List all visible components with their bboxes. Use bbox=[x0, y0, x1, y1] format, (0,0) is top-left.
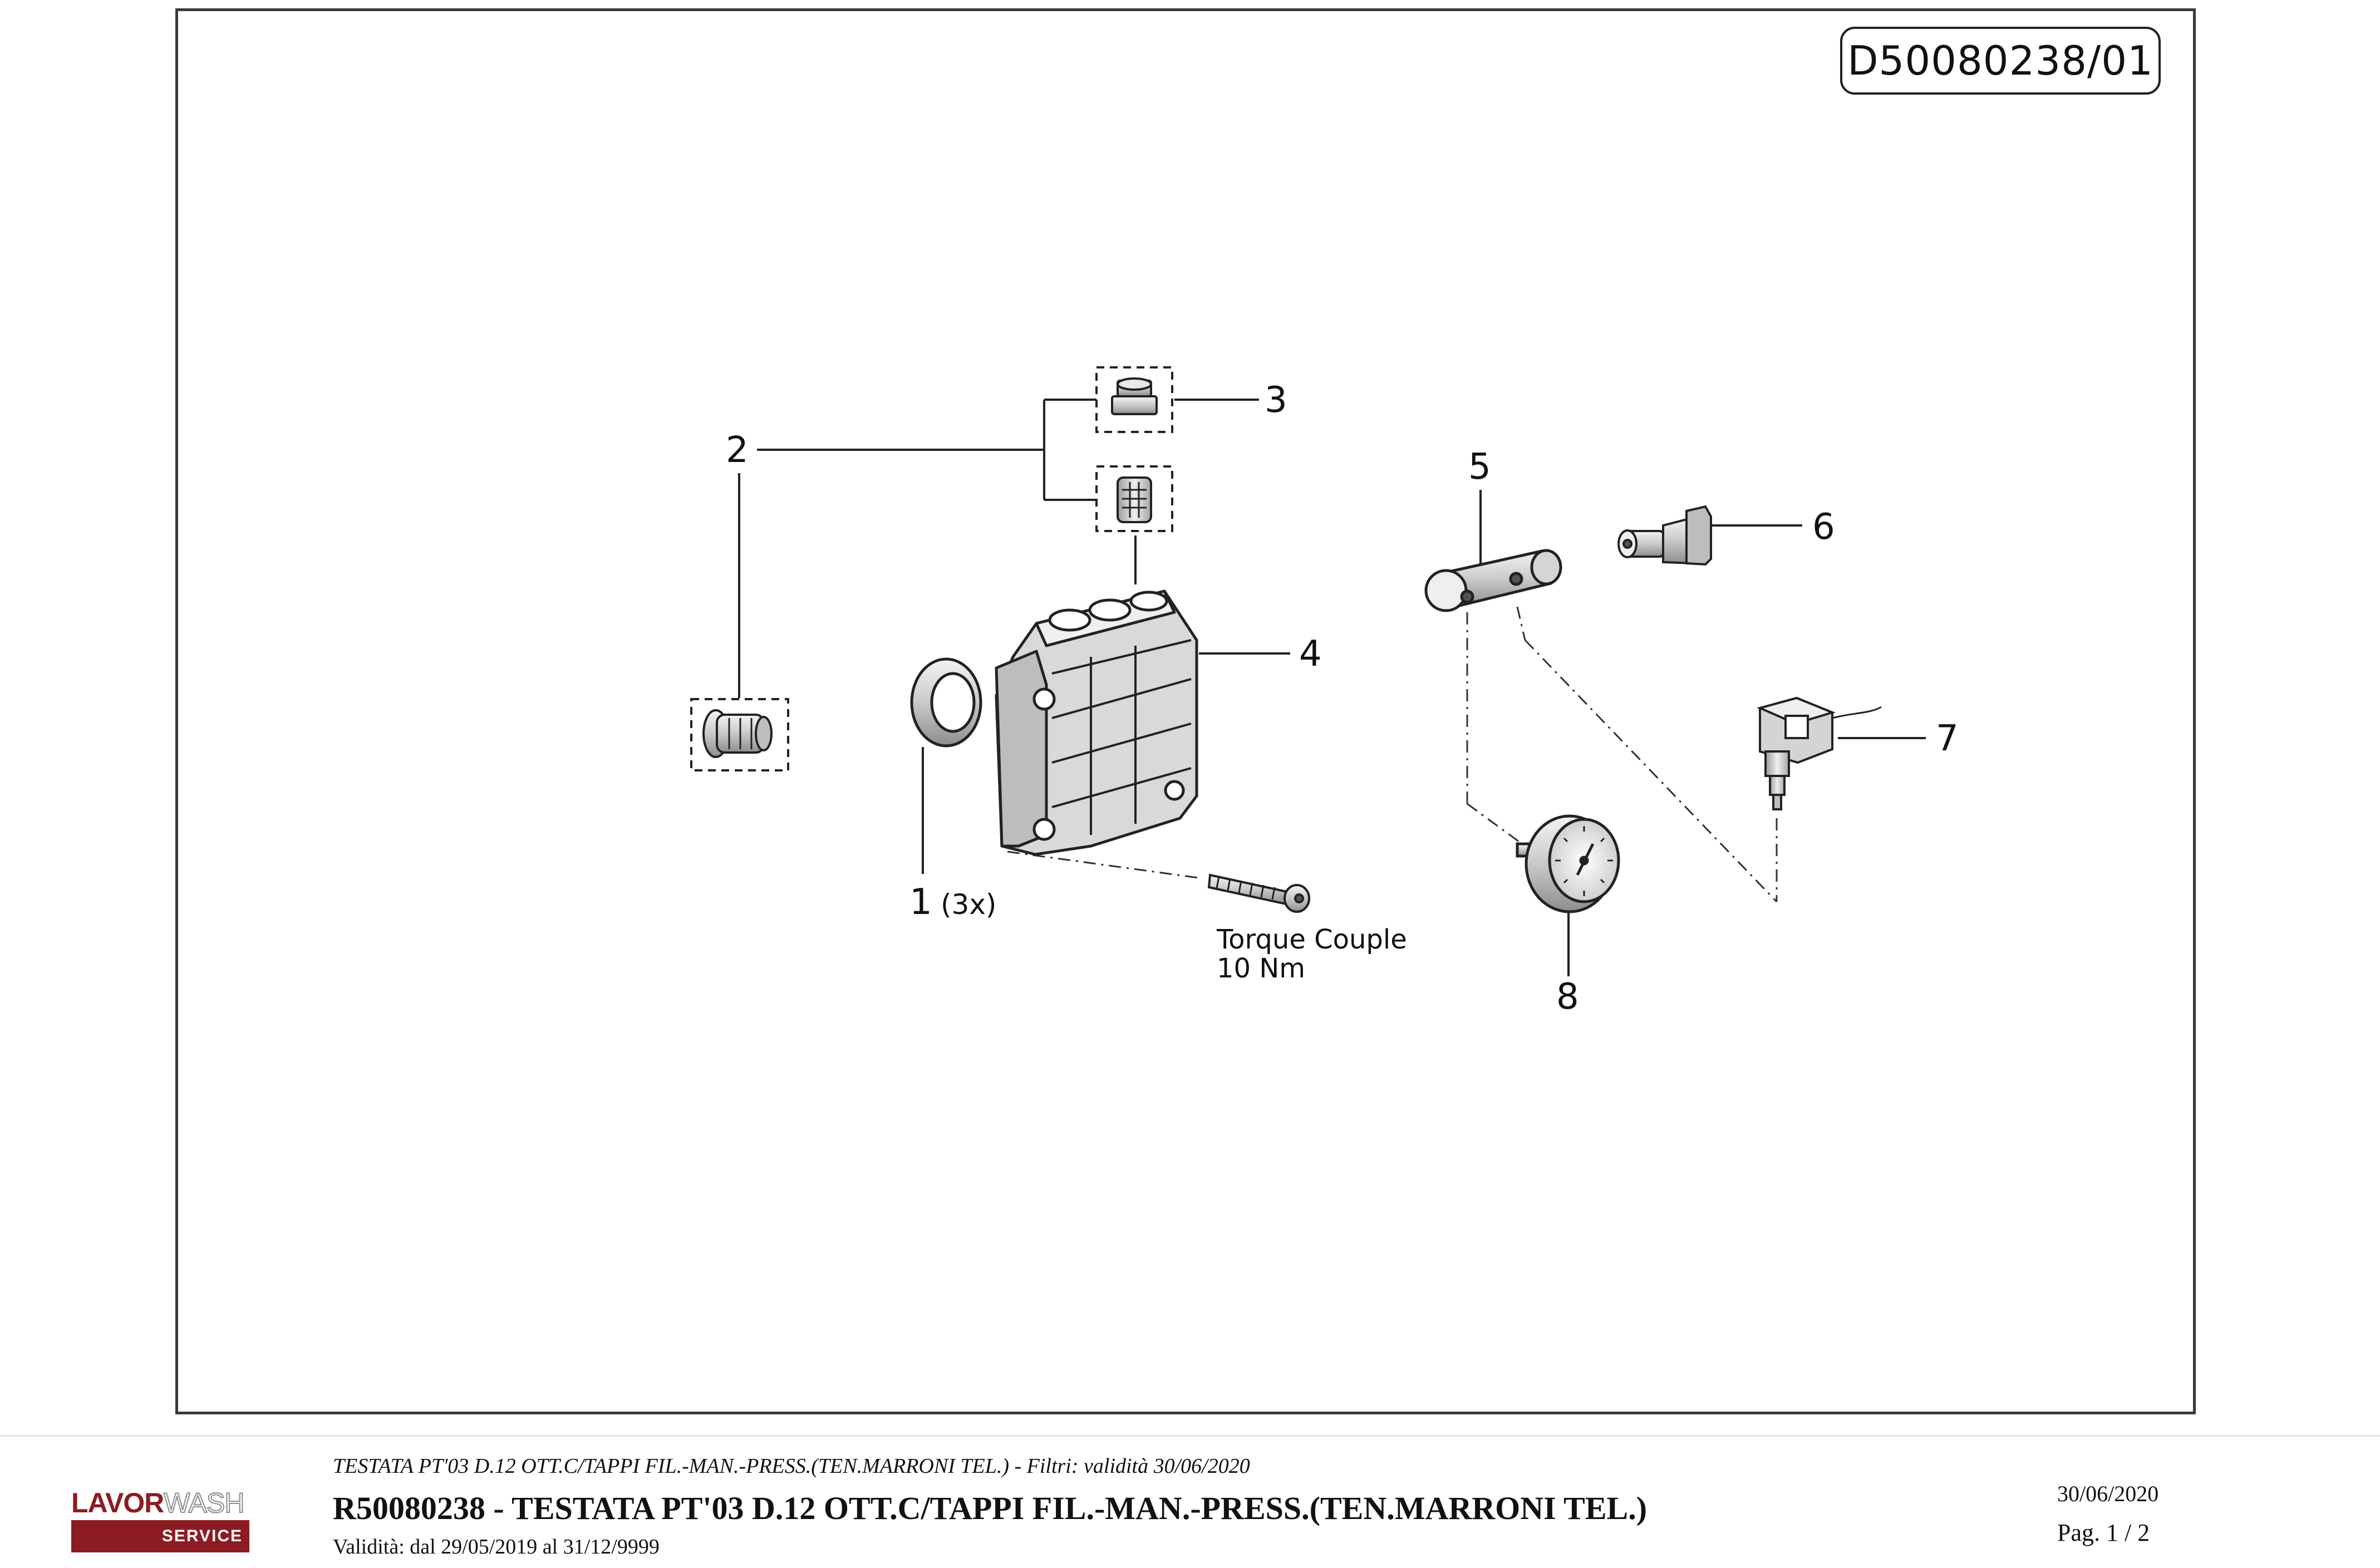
drawing-frame bbox=[175, 8, 2196, 1414]
footer-date: 30/06/2020 bbox=[2057, 1481, 2159, 1506]
footer-validity: Validità: dal 29/05/2019 al 31/12/9999 bbox=[333, 1535, 660, 1559]
callout-1-quantity: (3x) bbox=[941, 888, 996, 921]
torque-note-line1: Torque Couple bbox=[1216, 924, 1407, 955]
footer-page-number: Pag. 1 / 2 bbox=[2057, 1519, 2150, 1546]
part-7-pressure-switch bbox=[1757, 696, 1882, 810]
leader-lines bbox=[738, 399, 1926, 976]
logo-word-wash: WASH bbox=[163, 1487, 245, 1518]
callout-5: 5 bbox=[1468, 446, 1491, 488]
dashed-part-boxes bbox=[690, 366, 1173, 771]
callout-8: 8 bbox=[1556, 976, 1579, 1018]
part-5-bar bbox=[1424, 549, 1562, 612]
document-code: D50080238/01 bbox=[1840, 27, 2161, 95]
logo-service-bar: SERVICE bbox=[71, 1520, 249, 1552]
part-4-pump-head bbox=[995, 589, 1198, 856]
callout-7: 7 bbox=[1936, 718, 1959, 759]
center-lines bbox=[1007, 606, 1778, 903]
screw bbox=[1207, 873, 1310, 913]
footer-subtitle: TESTATA PT'03 D.12 OTT.C/TAPPI FIL.-MAN.… bbox=[333, 1454, 1250, 1478]
part-8-gauge bbox=[1516, 814, 1620, 913]
callout-4: 4 bbox=[1299, 633, 1322, 675]
logo-word-lavor: LAVOR bbox=[71, 1487, 164, 1518]
torque-note-line2: 10 Nm bbox=[1217, 953, 1305, 984]
part-6-fitting bbox=[1617, 505, 1712, 566]
callout-6: 6 bbox=[1812, 507, 1835, 548]
part-2-filter-left bbox=[702, 709, 773, 758]
footer-title: R50080238 - TESTATA PT'03 D.12 OTT.C/TAP… bbox=[333, 1490, 1648, 1526]
part-1-seal bbox=[910, 657, 982, 748]
callout-3: 3 bbox=[1265, 380, 1287, 421]
callout-1: 1 bbox=[909, 882, 932, 923]
part-3-plug bbox=[1111, 377, 1158, 415]
part-2-filter-upper bbox=[1117, 476, 1152, 523]
callout-2: 2 bbox=[726, 430, 749, 471]
footer-divider bbox=[0, 1435, 2380, 1437]
